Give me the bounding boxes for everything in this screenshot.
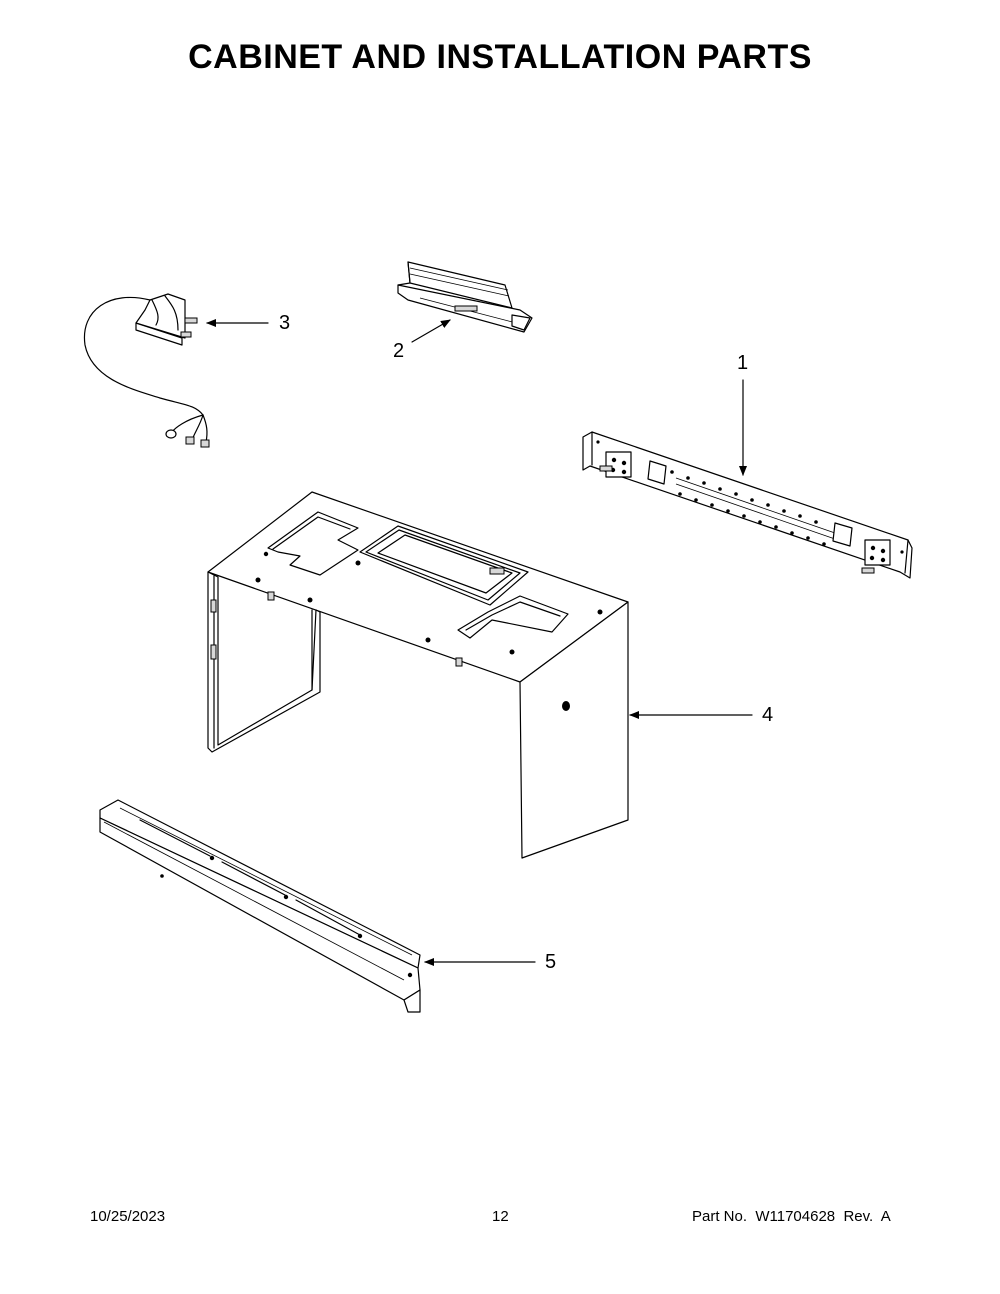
part-3-power-cord — [83, 293, 210, 448]
callout-1: 1 — [737, 352, 749, 374]
part-1-mounting-plate — [582, 431, 913, 579]
part-2-top-grille — [397, 261, 533, 333]
part-4-cabinet-wrapper — [207, 491, 629, 859]
footer-page-number: 12 — [492, 1208, 509, 1225]
footer-part-number: Part No. W11704628 Rev. A — [692, 1208, 891, 1225]
callout-3: 3 — [279, 312, 291, 334]
callout-4: 4 — [762, 704, 774, 726]
leader-arrows — [206, 319, 753, 966]
callout-5: 5 — [545, 951, 557, 973]
callout-2: 2 — [393, 340, 405, 362]
part-5-vent-grille — [99, 799, 421, 1013]
page-title: CABINET AND INSTALLATION PARTS — [188, 38, 812, 76]
footer-date: 10/25/2023 — [90, 1208, 166, 1225]
